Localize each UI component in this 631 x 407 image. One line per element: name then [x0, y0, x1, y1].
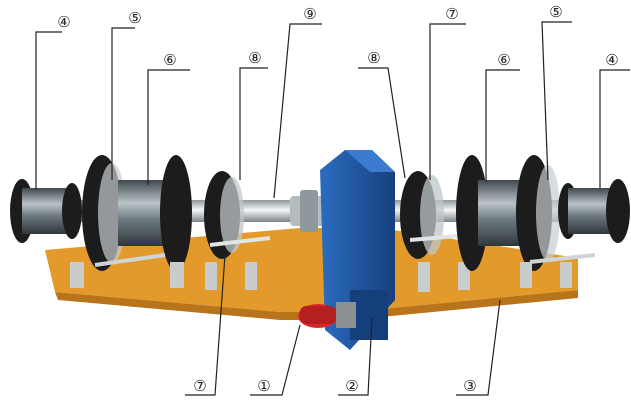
leader-lines	[35, 21, 630, 396]
callout-4-right: ④	[605, 51, 618, 69]
leader-c3	[456, 299, 501, 396]
drum-right	[456, 155, 596, 288]
callout-8-left: ⑧	[248, 49, 261, 67]
leader-c2	[338, 317, 373, 396]
callout-8-right: ⑧	[367, 49, 380, 67]
leader-c4-left	[35, 31, 62, 190]
leader-c7-top	[429, 23, 466, 180]
callout-2: ②	[345, 377, 358, 395]
band-brake-right	[400, 171, 471, 292]
leader-c8-right	[358, 67, 406, 179]
callouts: ④ ⑤ ⑥ ⑧ ⑨ ⑧ ⑦ ⑥ ⑤ ④ ⑦ ① ② ③	[57, 3, 618, 395]
leader-c5-right	[541, 21, 572, 181]
warping-head-right	[558, 179, 630, 243]
callout-4-left: ④	[57, 13, 70, 31]
leader-c7-bottom	[185, 254, 226, 396]
callout-7-bottom: ⑦	[193, 377, 206, 395]
hydraulic-motor	[298, 302, 356, 328]
gearbox	[320, 150, 395, 350]
leader-c9	[273, 23, 322, 199]
callout-6-left: ⑥	[163, 51, 176, 69]
coupling	[290, 190, 328, 232]
callout-9: ⑨	[303, 5, 316, 23]
callout-1: ①	[257, 377, 270, 395]
leader-c6-right	[485, 69, 520, 182]
callout-3: ③	[463, 377, 476, 395]
callout-5-right: ⑤	[549, 3, 562, 21]
warping-head-left	[10, 179, 82, 243]
leader-c6-left	[147, 69, 190, 185]
drum-flange-left	[160, 155, 192, 271]
drum-left	[70, 155, 192, 288]
band-brake-left	[204, 171, 271, 290]
leader-c5-left	[111, 27, 135, 180]
leader-c8-left	[239, 67, 268, 180]
callout-7-top: ⑦	[445, 5, 458, 23]
leader-c4-right	[599, 69, 630, 188]
callout-5-left: ⑤	[128, 9, 141, 27]
leader-c1	[250, 324, 301, 396]
callout-6-right: ⑥	[497, 51, 510, 69]
